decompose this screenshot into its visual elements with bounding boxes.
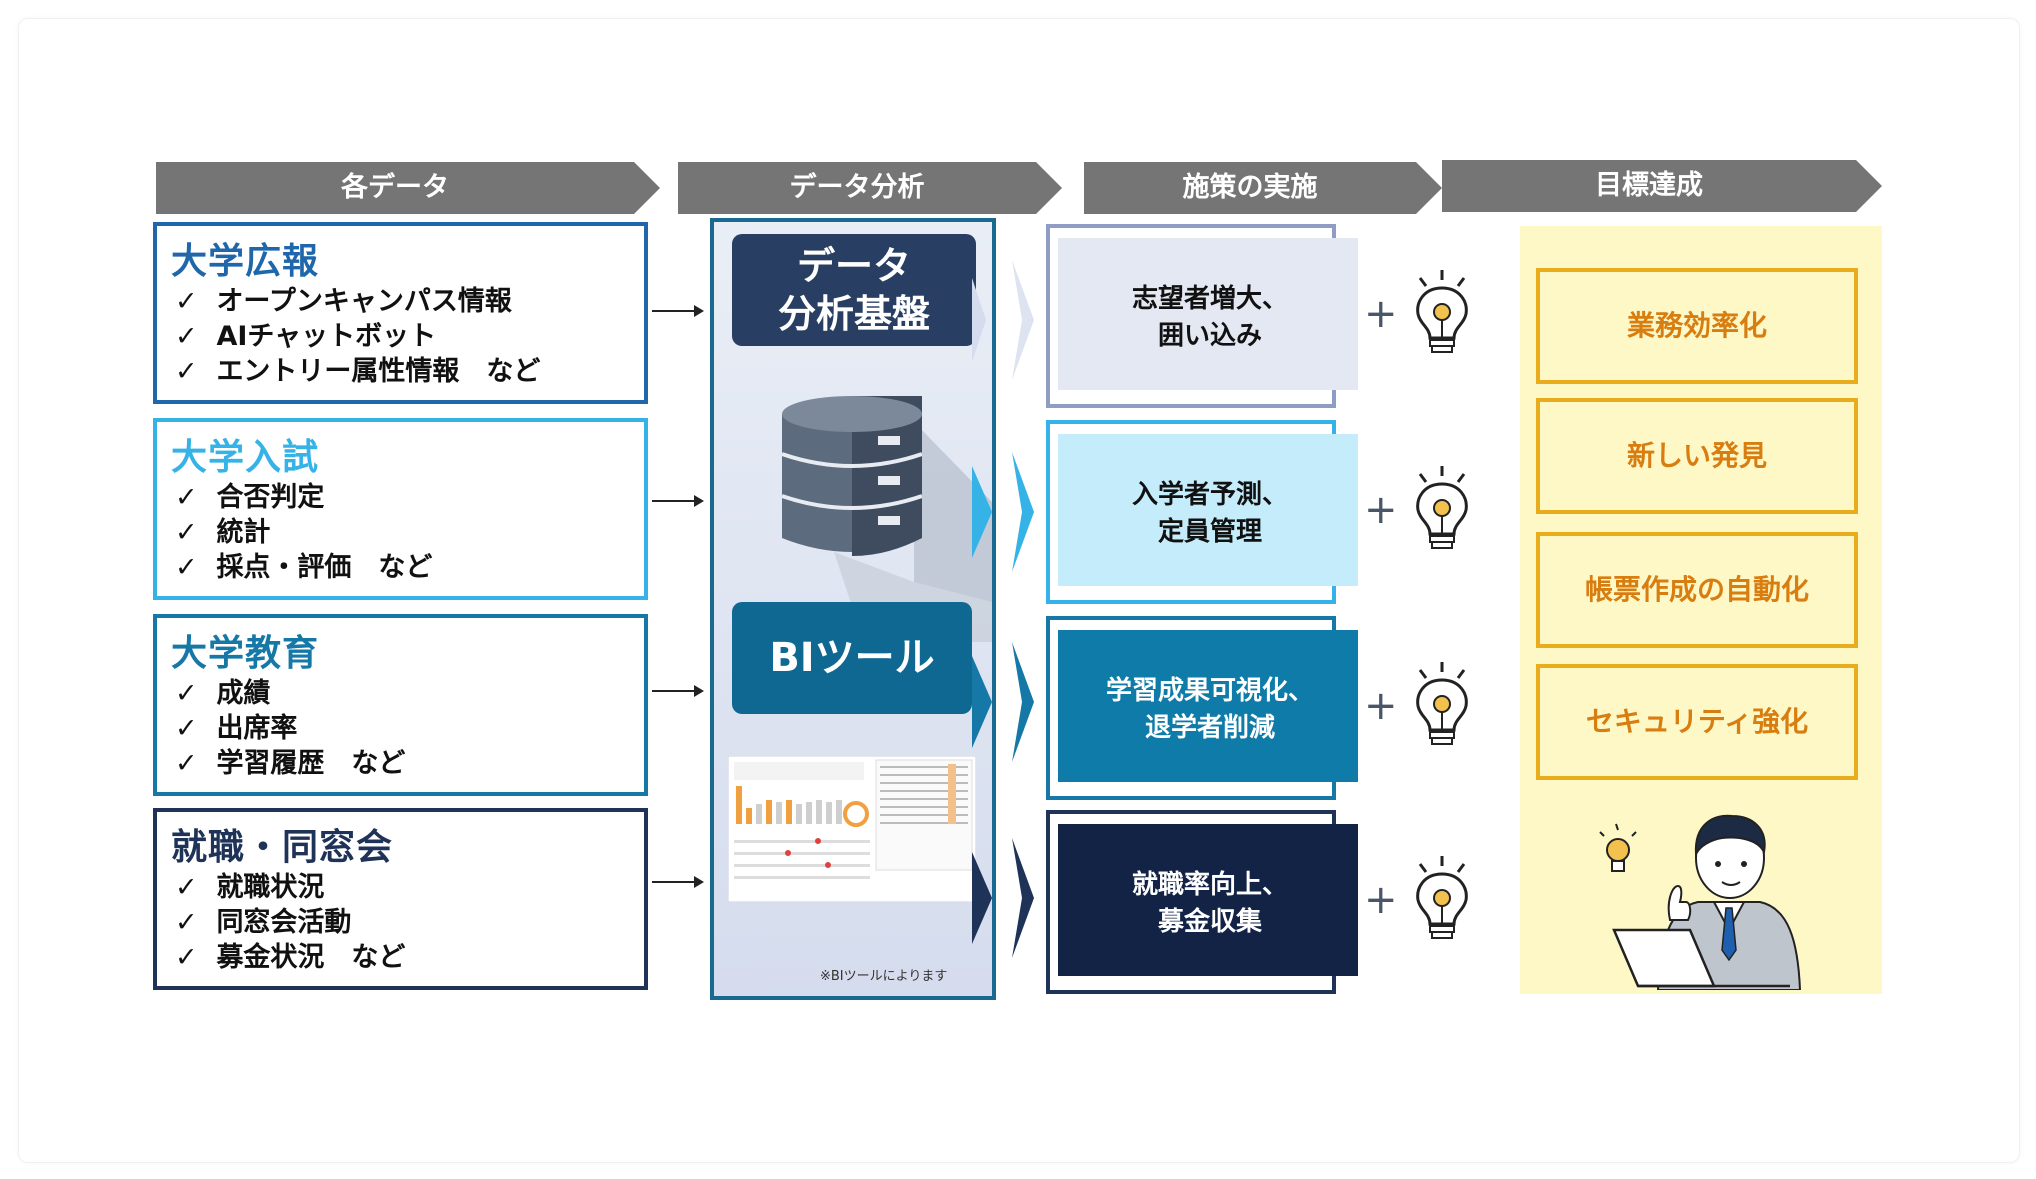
- list-item: ✓ エントリー属性情報 など: [175, 356, 541, 387]
- list-item: ✓ AIチャットボット: [175, 321, 437, 352]
- category-career: 就職・同窓会 ✓ 就職状況 ✓ 同窓会活動 ✓ 募金状況 など: [153, 808, 648, 990]
- header-goals: 目標達成: [1442, 160, 1882, 212]
- list-item: ✓ オープンキャンパス情報: [175, 286, 512, 317]
- data-platform-box: データ 分析基盤: [732, 234, 976, 346]
- measure-inner-3: [1058, 630, 1358, 782]
- businessman-illustration: [1599, 814, 1802, 990]
- header-measures: 施策の実施: [1084, 162, 1442, 214]
- list-item: ✓ 同窓会活動: [175, 907, 352, 938]
- measure-text-2: 入学者予測、定員管理: [1131, 480, 1288, 547]
- arrow-right-icon: [652, 305, 704, 317]
- bi-note: ※BIツールによります: [820, 969, 948, 984]
- lightbulb-icon: [1416, 856, 1468, 939]
- measure-inner-2: [1058, 434, 1358, 586]
- analysis-panel: データ 分析基盤 BIツール: [710, 218, 996, 1000]
- dashboard-thumbnail: [728, 756, 976, 902]
- arrow-right-icon: [652, 876, 704, 888]
- plus-sign: +: [1364, 487, 1398, 533]
- header-analysis: データ分析: [678, 162, 1062, 214]
- category-title: 大学教育: [171, 633, 320, 674]
- plus-sign: +: [1364, 877, 1398, 923]
- arrow-right-icon: [652, 685, 704, 697]
- lightbulb-icon: [1416, 662, 1468, 745]
- header-measures-label: 施策の実施: [1182, 172, 1318, 203]
- chevron-right-icon: [972, 452, 1034, 572]
- chevron-right-icon: [972, 838, 1034, 958]
- bi-tool-box: BIツール: [732, 602, 972, 714]
- lightbulb-icon: [1416, 270, 1468, 353]
- goal-security: セキュリティ強化: [1536, 664, 1858, 780]
- measure-text-1: 志望者増大、囲い込み: [1131, 284, 1288, 351]
- category-title: 大学広報: [171, 241, 320, 282]
- plus-sign: +: [1364, 683, 1398, 729]
- measure-text-4: 就職率向上、募金収集: [1131, 870, 1288, 937]
- chevron-right-icon: [972, 260, 1034, 380]
- list-item: ✓ 出席率: [175, 713, 298, 744]
- database-icon: [782, 396, 922, 556]
- idea-bulb-icon: [1599, 823, 1637, 872]
- list-item: ✓ 採点・評価 など: [175, 552, 433, 583]
- header-goals-label: 目標達成: [1595, 170, 1703, 201]
- arrow-right-icon: [652, 495, 704, 507]
- category-admission: 大学入試 ✓ 合否判定 ✓ 統計 ✓ 採点・評価 など: [153, 418, 648, 600]
- header-analysis-label: データ分析: [789, 172, 925, 203]
- list-item: ✓ 募金状況 など: [175, 942, 406, 973]
- goal-efficiency: 業務効率化: [1536, 268, 1858, 384]
- chevron-right-icon: [972, 642, 1034, 762]
- list-item: ✓ 学習履歴 など: [175, 748, 406, 779]
- list-item: ✓ 合否判定: [175, 482, 325, 513]
- list-item: ✓ 統計: [175, 517, 271, 548]
- header-data-label: 各データ: [341, 172, 449, 203]
- category-pr: 大学広報 ✓ オープンキャンパス情報 ✓ AIチャットボット ✓ エントリー属性…: [153, 222, 648, 404]
- category-title: 大学入試: [171, 437, 320, 478]
- category-education: 大学教育 ✓ 成績 ✓ 出席率 ✓ 学習履歴 など: [153, 614, 648, 796]
- lightbulb-icon: [1416, 466, 1468, 549]
- measure-inner-4: [1058, 824, 1358, 976]
- list-item: ✓ 就職状況: [175, 872, 325, 903]
- category-title: 就職・同窓会: [171, 827, 394, 868]
- list-item: ✓ 成績: [175, 678, 271, 709]
- header-data: 各データ: [156, 162, 660, 214]
- diagram-frame: [18, 18, 2020, 1163]
- measure-inner-1: [1058, 238, 1358, 390]
- plus-sign: +: [1364, 291, 1398, 337]
- measure-text-3: 学習成果可視化、退学者削減: [1105, 676, 1314, 743]
- goal-discovery: 新しい発見: [1536, 398, 1858, 514]
- goal-report-automation: 帳票作成の自動化: [1536, 532, 1858, 648]
